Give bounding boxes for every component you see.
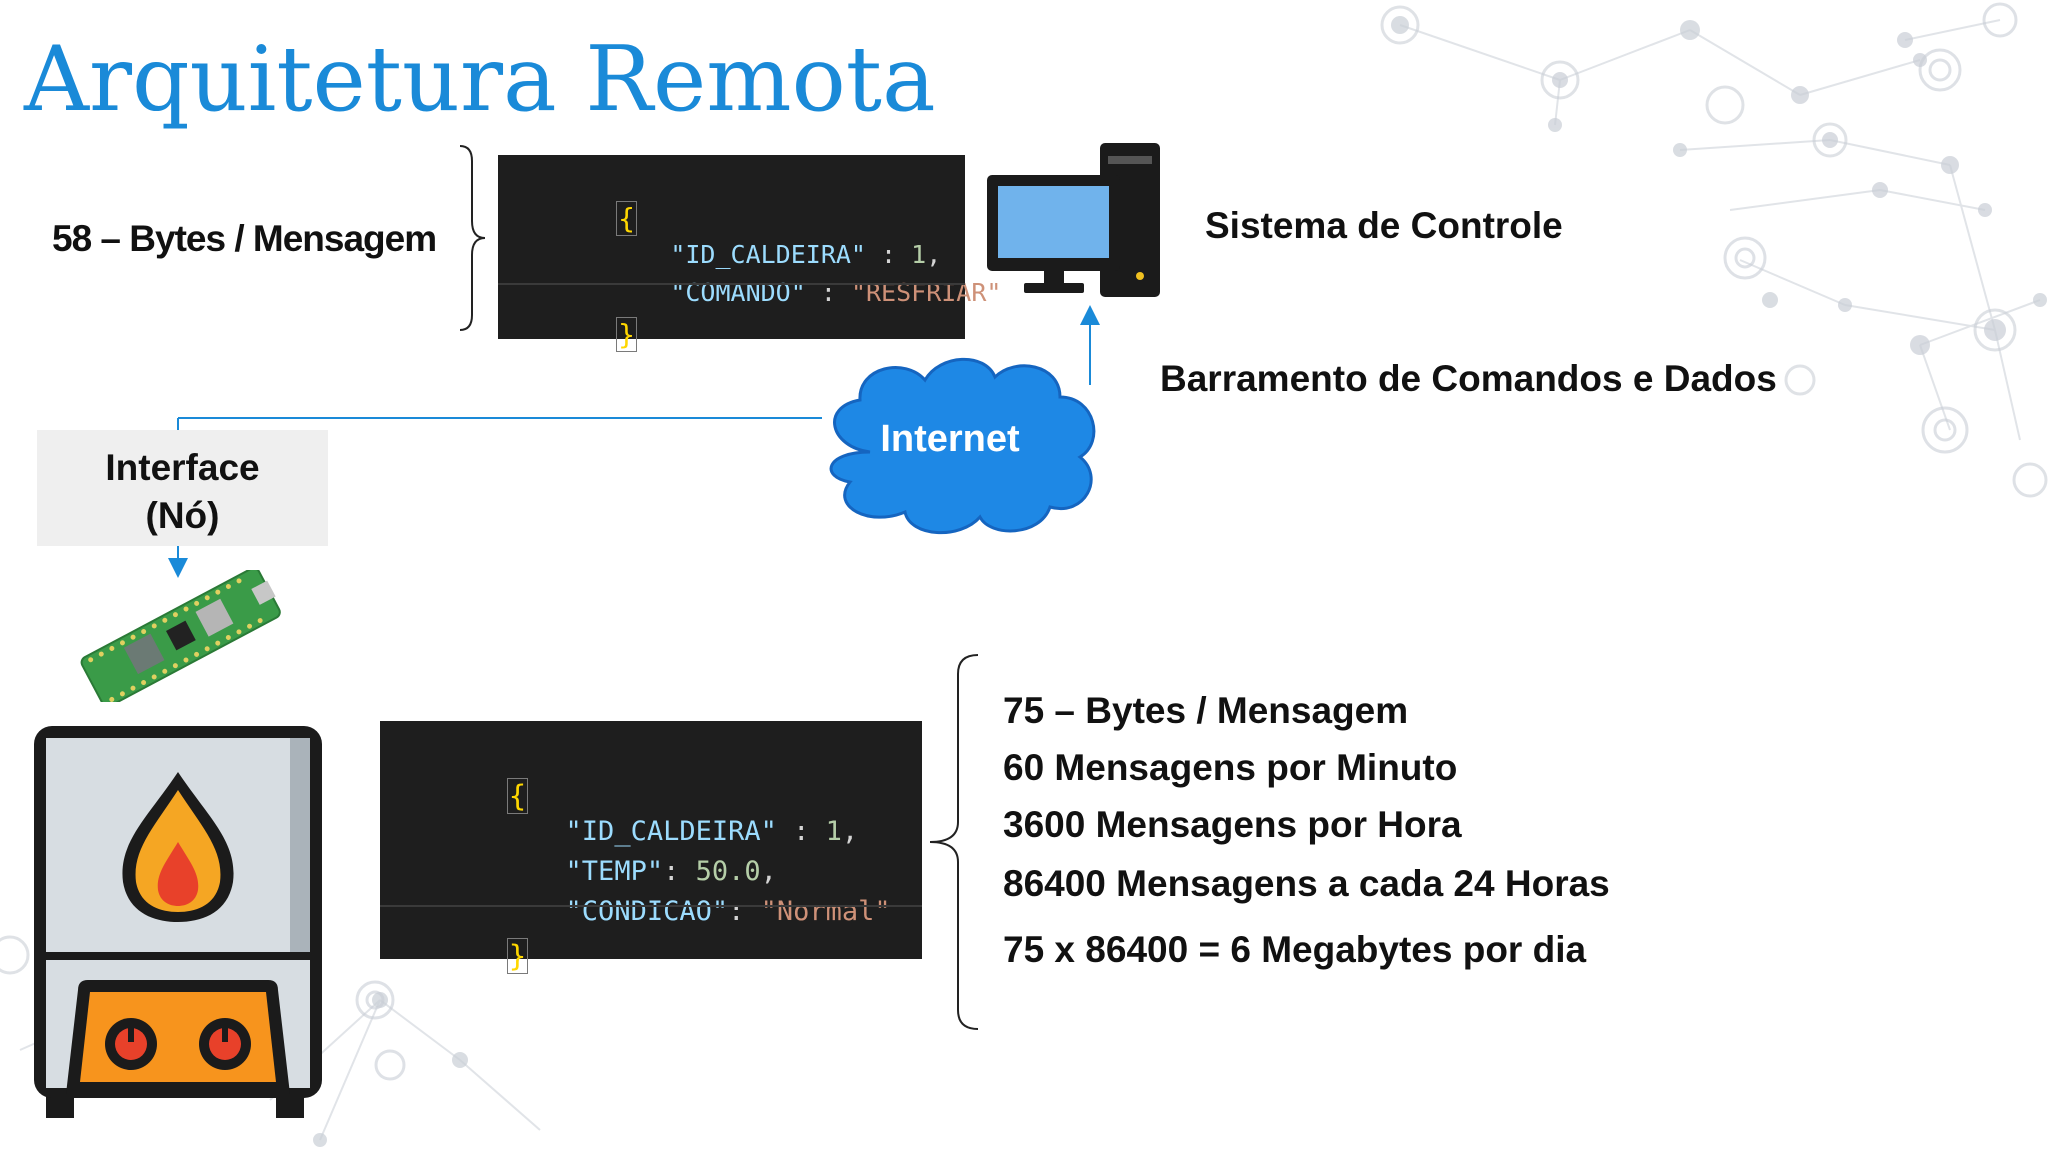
json-separator: : <box>728 896 761 927</box>
json-value: "RESFRIAR" <box>850 278 1002 307</box>
close-brace: } <box>506 938 529 974</box>
command-brace <box>459 145 486 331</box>
json-comma: , <box>760 856 777 887</box>
open-brace: { <box>616 201 638 236</box>
code-divider <box>380 905 922 907</box>
json-line: "TEMP": 50.0, <box>468 825 777 918</box>
microcontroller-board-icon <box>80 570 281 702</box>
command-size-label: 58 – Bytes / Mensagem <box>52 218 437 259</box>
json-separator: : <box>776 816 826 847</box>
telemetry-json-block: { "ID_CALDEIRA" : 1, "TEMP": 50.0, "COND… <box>380 721 922 974</box>
stats-item: 75 x 86400 = 6 Megabytes por dia <box>1003 929 1587 970</box>
stats-item: 86400 Mensagens a cada 24 Horas <box>1003 863 1610 904</box>
json-line: "CONDICAO": "Normal" <box>468 865 891 958</box>
close-brace: } <box>616 317 638 352</box>
json-value: 50.0 <box>695 856 761 887</box>
json-value: 1 <box>911 240 927 269</box>
json-key: "ID_CALDEIRA" <box>565 816 777 847</box>
json-comma: , <box>841 816 859 847</box>
internet-label: Internet <box>880 418 1020 460</box>
bus-label: Barramento de Comandos e Dados <box>1160 358 1777 399</box>
command-json-block: { "ID_CALDEIRA" : 1, "COMANDO" : "RESFRI… <box>498 155 1001 352</box>
json-separator: : <box>805 278 851 307</box>
interface-node-box: Interface (Nó) <box>37 430 328 546</box>
json-separator: : <box>663 856 696 887</box>
cloud-icon <box>829 357 1096 535</box>
page-title: Arquitetura Remota <box>24 27 936 132</box>
stats-item: 60 Mensagens por Minuto <box>1003 747 1458 788</box>
stats-item: 75 – Bytes / Mensagem <box>1003 690 1409 731</box>
json-comma: , <box>926 240 942 269</box>
json-line: "ID_CALDEIRA" : 1, <box>468 785 859 878</box>
json-line: "COMANDO" : "RESFRIAR" <box>580 249 1001 336</box>
control-system-label: Sistema de Controle <box>1205 205 1563 246</box>
open-brace: { <box>506 778 529 814</box>
desktop-computer-icon <box>987 143 1160 297</box>
boiler-icon <box>34 726 322 1118</box>
json-line: "ID_CALDEIRA" : 1, <box>580 211 941 298</box>
json-key: "TEMP" <box>565 856 664 887</box>
json-separator: : <box>865 240 912 269</box>
telemetry-brace <box>929 654 979 1030</box>
code-divider <box>498 283 965 285</box>
json-key: "CONDICAO" <box>565 896 729 927</box>
interface-sublabel: (Nó) <box>145 495 220 536</box>
stats-item: 3600 Mensagens por Hora <box>1003 804 1462 845</box>
json-key: "COMANDO" <box>670 278 806 307</box>
json-value: "Normal" <box>760 896 891 927</box>
json-value: 1 <box>825 816 842 847</box>
interface-label: Interface <box>105 447 260 488</box>
json-key: "ID_CALDEIRA" <box>670 240 866 269</box>
